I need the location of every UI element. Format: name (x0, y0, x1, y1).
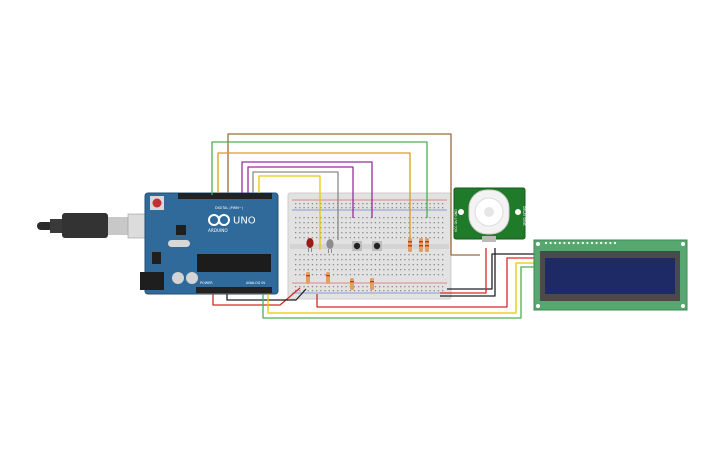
analog-label: ANALOG IN (246, 281, 265, 285)
digital-label: DIGITAL (PWM~) (215, 206, 244, 210)
wire-green-bottom (262, 266, 534, 319)
pir-motion-sensor: VCC OUT GND DELAY SENS (453, 187, 526, 242)
wire-black-bottom (226, 288, 307, 301)
gray-sensor-component (326, 239, 334, 253)
power-analog-header (196, 287, 272, 293)
push-button-1[interactable] (352, 241, 362, 251)
wire-brown (227, 133, 480, 256)
reset-button[interactable] (152, 198, 162, 208)
wire-black-lcd (447, 253, 534, 290)
wires (211, 133, 534, 319)
power-jack (140, 272, 164, 290)
wire-red-lcd (316, 257, 534, 308)
wire-yellow-bottom (267, 262, 534, 314)
power-label: POWER (200, 281, 213, 285)
arduino-uno-board: UNO ARDUINO POWER ANALOG IN DIGITAL (PWM… (140, 192, 279, 295)
pir-pin-label-right: DELAY SENS (522, 206, 526, 226)
wire-purple-2 (247, 166, 354, 218)
wire-red-bottom (212, 287, 301, 306)
wire-black-pir (440, 248, 496, 297)
wire-yellow-top (258, 175, 321, 250)
brand-label: ARDUINO (208, 228, 228, 233)
wire-purple (241, 161, 373, 218)
model-label: UNO (233, 216, 256, 227)
digital-header (178, 193, 272, 199)
wire-red-pir (440, 248, 487, 294)
lcd-display-16x2 (533, 239, 688, 311)
wire-orange (217, 152, 411, 238)
usb-cable (37, 213, 153, 239)
lcd-screen (545, 258, 675, 294)
wire-green-top (211, 141, 428, 218)
atmega-chip (197, 254, 271, 272)
red-led (306, 238, 314, 252)
resistor-group-right (408, 238, 429, 252)
wire-gray (252, 171, 339, 240)
pir-pin-label-left: VCC OUT GND (454, 209, 458, 232)
resistor-group-lower (306, 272, 374, 290)
push-button-2[interactable] (372, 241, 382, 251)
